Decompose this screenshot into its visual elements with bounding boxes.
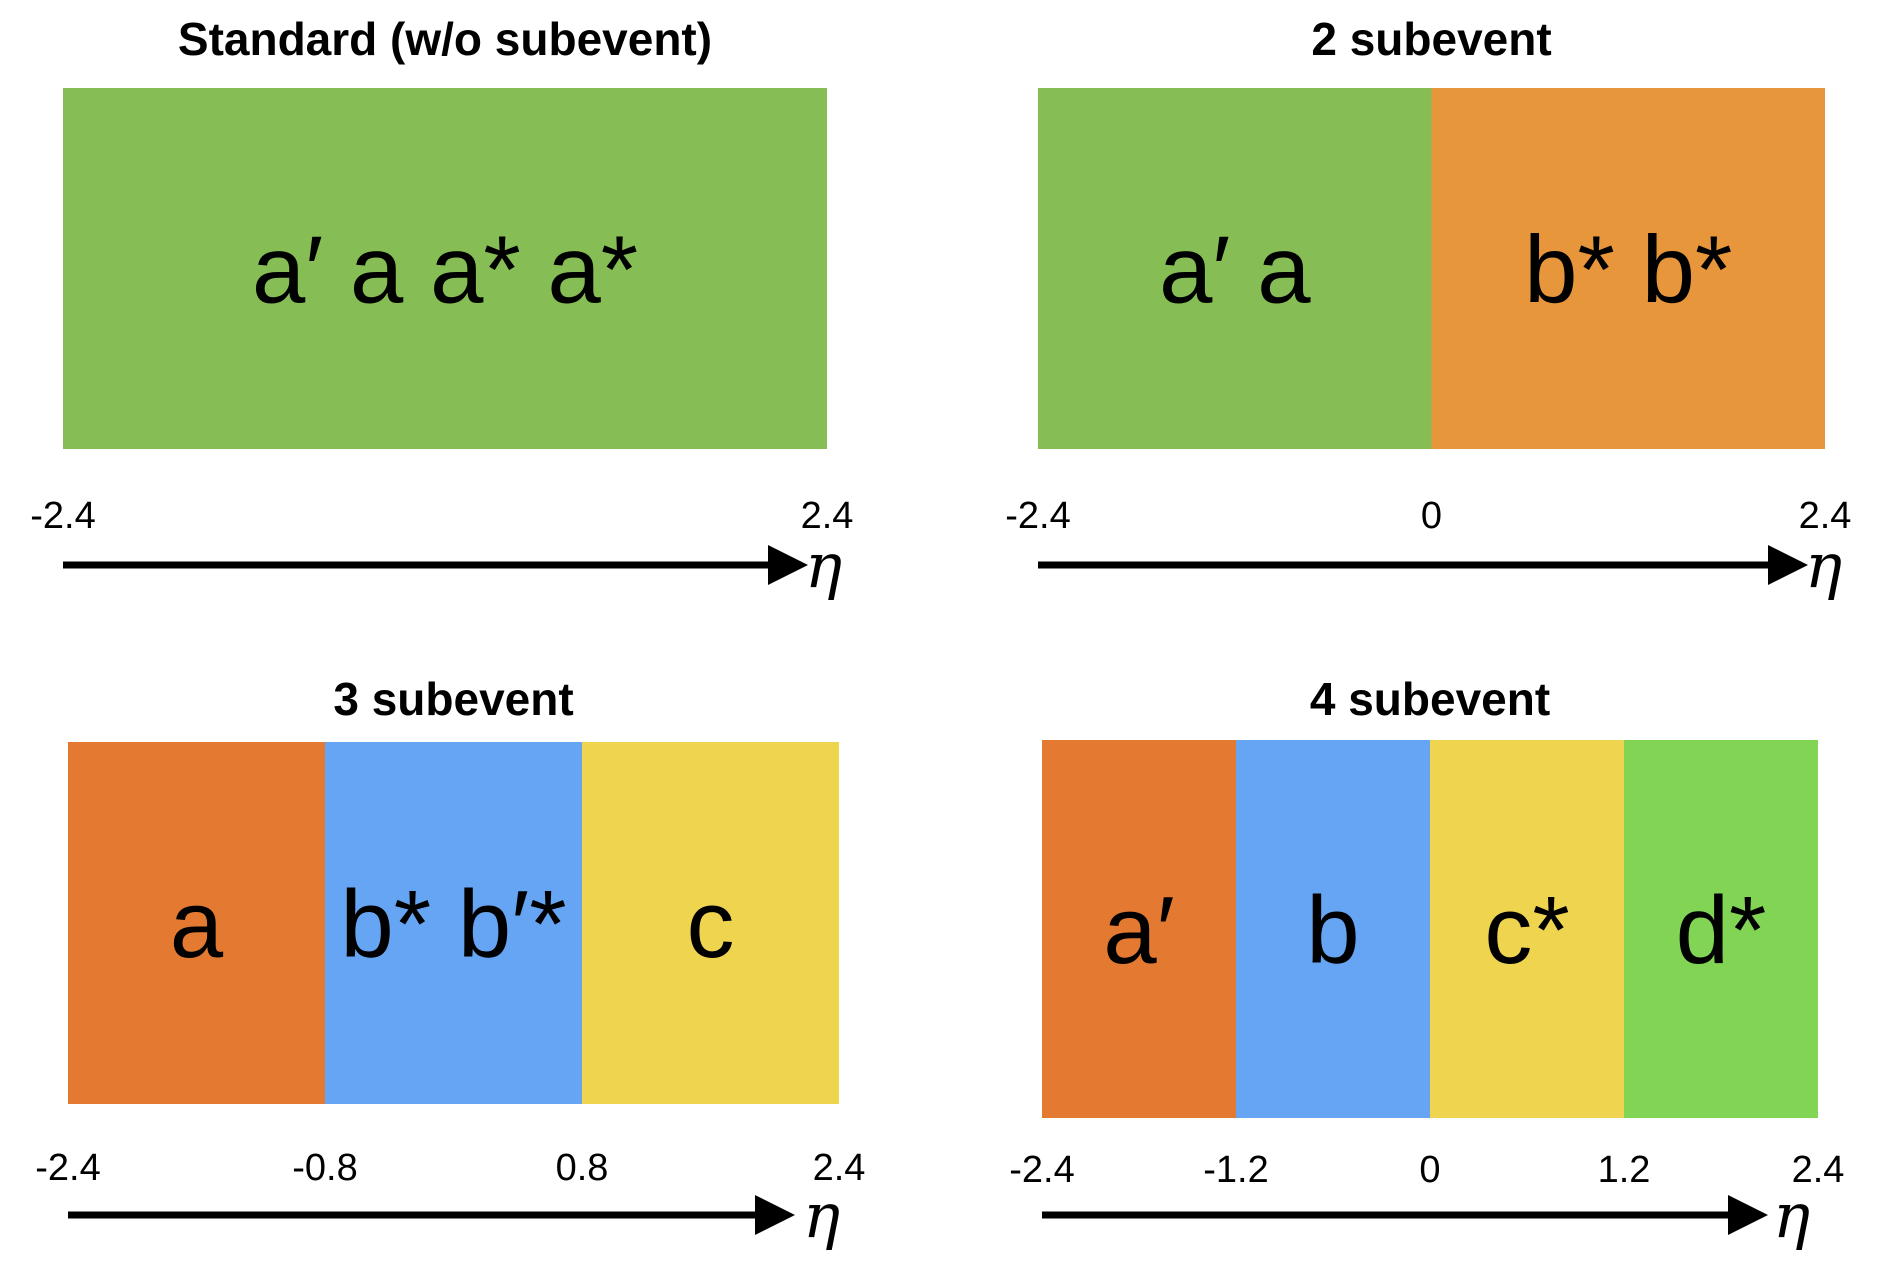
tick-label: 0 (1421, 495, 1442, 537)
region-2 (325, 742, 582, 1104)
tick-label: 2.4 (1799, 495, 1852, 537)
panel-4: 4 subevent a′ b c* d* -2.4 -1.2 0 1.2 2.4η (1009, 673, 1844, 1252)
region-label: a′ a (1159, 217, 1311, 324)
region-label: c* (1484, 877, 1569, 984)
region-1 (63, 88, 827, 449)
axis-arrowhead (755, 1195, 795, 1235)
tick-label: -2.4 (1009, 1149, 1074, 1191)
region-3 (582, 742, 839, 1104)
region-1 (1042, 740, 1236, 1118)
eta-symbol: η (803, 1179, 840, 1252)
region-label: d* (1676, 877, 1767, 984)
panel-title: 3 subevent (333, 673, 573, 725)
region-label: a (170, 871, 224, 978)
axis-arrowhead (1728, 1195, 1768, 1235)
eta-symbol: η (805, 529, 842, 602)
region-4 (1624, 740, 1818, 1118)
tick-label: -2.4 (30, 495, 95, 537)
panel-3: 3 subevent a b* b′* c -2.4 -0.8 0.8 2.4η (35, 673, 865, 1252)
region-label: b* b′* (340, 871, 566, 978)
panel-1: Standard (w/o subevent) a′ a a* a* -2.4 2.4… (30, 13, 853, 602)
eta-symbol: η (1805, 529, 1842, 602)
region-3 (1430, 740, 1624, 1118)
tick-label: 0 (1419, 1149, 1440, 1191)
region-label: a′ a a* a* (252, 217, 638, 324)
region-label: a′ (1103, 877, 1174, 984)
tick-label: 1.2 (1598, 1149, 1651, 1191)
tick-label: 2.4 (1792, 1149, 1845, 1191)
region-1 (1038, 88, 1432, 449)
region-label: b* b* (1524, 217, 1732, 324)
eta-symbol: η (1773, 1179, 1810, 1252)
axis-arrowhead (1768, 545, 1808, 585)
axis-arrowhead (768, 545, 808, 585)
region-2 (1431, 88, 1825, 449)
panel-title: 2 subevent (1311, 13, 1551, 65)
region-label: c (687, 871, 735, 978)
tick-label: -2.4 (1005, 495, 1070, 537)
tick-label: -2.4 (35, 1147, 100, 1189)
panel-2: 2 subevent a′ a b* b* -2.4 0 2.4η (1005, 13, 1851, 602)
tick-label: -0.8 (292, 1147, 357, 1189)
panel-title: Standard (w/o subevent) (178, 13, 712, 65)
panel-title: 4 subevent (1310, 673, 1550, 725)
tick-label: -1.2 (1203, 1149, 1268, 1191)
region-1 (68, 742, 325, 1104)
tick-label: 0.8 (556, 1147, 609, 1189)
tick-label: 2.4 (801, 495, 854, 537)
tick-label: 2.4 (813, 1147, 866, 1189)
region-2 (1236, 740, 1430, 1118)
region-label: b (1306, 877, 1359, 984)
